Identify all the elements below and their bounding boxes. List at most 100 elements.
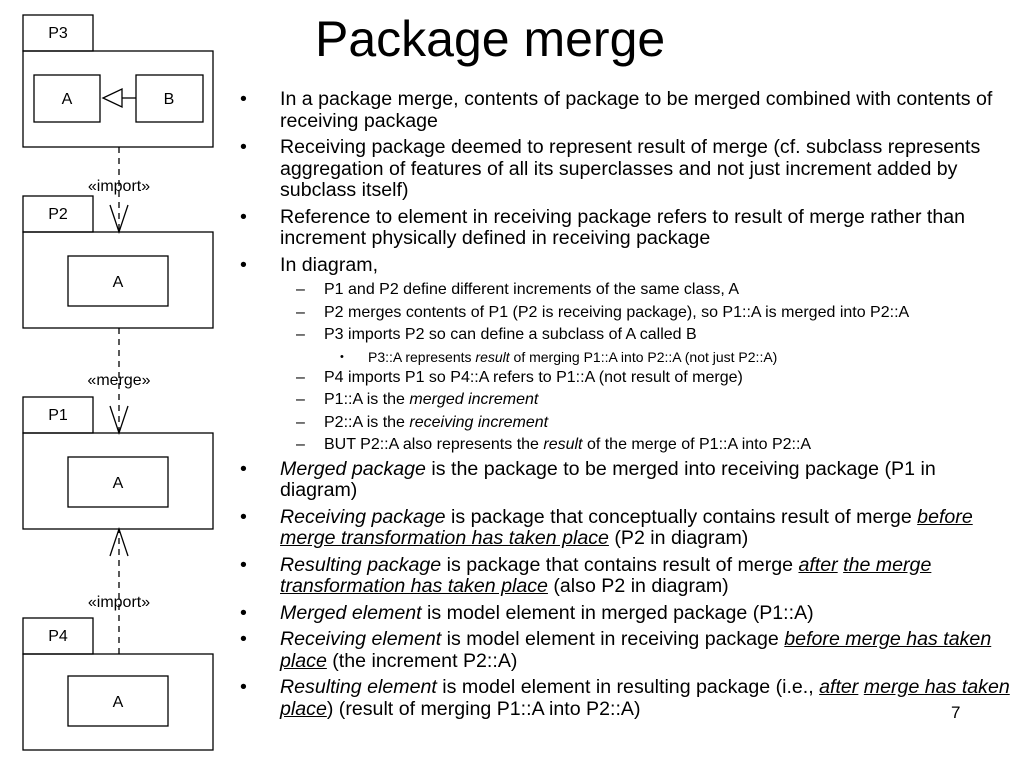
bullet-marker: • bbox=[240, 601, 247, 624]
sub-bullet-item: – P3 imports P2 so can define a subclass … bbox=[240, 326, 1018, 345]
bullet-text-run: Receiving package deemed to represent re… bbox=[280, 136, 981, 201]
bullet-marker: • bbox=[240, 205, 247, 228]
bullet-text-run: merged increment bbox=[409, 391, 539, 408]
bullet-text-run: P3::A represents bbox=[368, 348, 476, 365]
bullet-marker: – bbox=[296, 436, 305, 453]
bullet-item: • In diagram, bbox=[240, 253, 1018, 277]
merge-arrowhead-p1 bbox=[109, 405, 129, 436]
bullet-item: • Receiving package is package that conce… bbox=[240, 505, 1018, 550]
bullet-marker: • bbox=[240, 253, 247, 276]
bullet-marker: • bbox=[240, 628, 247, 650]
bullet-text-run: Merged package bbox=[280, 457, 426, 480]
bullet-text-run: before merge transformation has taken pl… bbox=[280, 505, 973, 549]
bullet-text-run: Receiving package bbox=[280, 505, 446, 528]
sub-bullet-item: – P2 merges contents of P1 (P2 is receivi… bbox=[240, 304, 1018, 323]
bullet-text-run: is the package to be merged into receivi… bbox=[280, 457, 936, 501]
bullet-marker: • bbox=[240, 88, 247, 110]
package-name-p3: P3 bbox=[48, 25, 68, 42]
bullet-text-run: In diagram, bbox=[280, 253, 379, 276]
bullet-text-run: Resulting package bbox=[280, 553, 442, 576]
package-name-p1: P1 bbox=[48, 407, 68, 424]
bullet-item: •Resulting element is model element in r… bbox=[240, 676, 1018, 720]
bullet-text-run: is package that contains result of merge bbox=[441, 553, 799, 576]
class-name-p1-a: A bbox=[113, 475, 124, 492]
stereotype-label-import-p3-p2: «import» bbox=[88, 178, 150, 195]
bullet-marker: • bbox=[240, 136, 247, 158]
sub-sub-bullet-item: • P3::A represents result of merging P1::… bbox=[240, 349, 1018, 365]
bullet-text-run: is model element in receiving package bbox=[441, 628, 785, 650]
bullet-text-run: merge has taken place bbox=[280, 676, 1010, 720]
bullet-item: • Receiving package deemed to represent r… bbox=[240, 136, 1018, 202]
slide-title: Package merge bbox=[315, 11, 666, 67]
bullet-marker: – bbox=[296, 303, 305, 321]
bullet-text-run: P1::A is the bbox=[324, 391, 410, 408]
package-p4-body bbox=[22, 653, 214, 751]
import-arrowhead-p1 bbox=[109, 526, 129, 557]
package-p4 bbox=[22, 617, 214, 751]
class-name-p3-a: A bbox=[62, 91, 73, 108]
bullet-marker: • bbox=[340, 350, 344, 363]
package-name-p2: P2 bbox=[48, 206, 68, 223]
bullet-text-run: Receiving element bbox=[280, 628, 442, 650]
package-p3 bbox=[22, 14, 214, 148]
bullet-text-run: Reference to element in receiving packag… bbox=[280, 205, 966, 249]
bullet-marker: • bbox=[240, 505, 247, 528]
sub-bullet-item: – P4 imports P1 so P4::A refers to P1::A … bbox=[240, 369, 1018, 388]
class-name-p4-a: A bbox=[113, 694, 124, 711]
bullet-text-run: result bbox=[475, 348, 510, 365]
sub-bullet-item: – P2::A is the receiving increment bbox=[240, 414, 1018, 433]
bullet-text-run: (P2 in diagram) bbox=[608, 527, 749, 549]
class-box-p3-a bbox=[33, 74, 101, 123]
bullet-marker: • bbox=[240, 553, 247, 576]
bullet-text-run: is model element in merged package (P1::… bbox=[421, 601, 814, 624]
bullet-text-run: of merging P1::A into P2::A (not just P2… bbox=[509, 348, 778, 365]
bullet-marker: – bbox=[296, 368, 305, 386]
bullet-text-run: P3 imports P2 so can define a subclass o… bbox=[324, 326, 697, 343]
bullet-marker: – bbox=[296, 413, 305, 431]
bullet-text-run: P4 imports P1 so P4::A refers to P1::A (… bbox=[324, 368, 743, 386]
bullet-marker: – bbox=[296, 281, 305, 298]
bullet-text-run: after bbox=[819, 676, 859, 698]
bullet-text-run: before merge has taken place bbox=[280, 628, 992, 672]
bullet-text-run: P1 and P2 define different increments of… bbox=[324, 281, 740, 298]
sub-bullet-item: –BUT P2::A also represents the result of… bbox=[240, 436, 1018, 455]
import-arrowhead-p2 bbox=[109, 204, 129, 235]
bullet-text-run: P2::A is the bbox=[324, 413, 410, 431]
stereotype-label-import-p4-p1: «import» bbox=[88, 594, 150, 611]
bullet-marker: • bbox=[240, 457, 247, 480]
bullet-text-run: after bbox=[798, 553, 838, 576]
class-name-p3-b: B bbox=[164, 91, 175, 108]
class-name-p2-a: A bbox=[113, 274, 124, 291]
sub-bullet-item: – P1 and P2 define different increments o… bbox=[240, 281, 1018, 300]
bullet-item: • Reference to element in receiving packa… bbox=[240, 205, 1018, 250]
bullet-text-run: Merged element bbox=[280, 601, 422, 624]
bullet-text-run: is package that conceptually contains re… bbox=[445, 505, 918, 528]
class-box-p1-a bbox=[67, 456, 169, 508]
bullet-item: • Merged package is the package to be mer… bbox=[240, 457, 1018, 502]
bullet-text-run: P2 merges contents of P1 (P2 is receivin… bbox=[324, 303, 910, 321]
bullet-text-run: is model element in resulting package (i… bbox=[436, 676, 820, 698]
sub-bullet-item: – P1::A is the merged increment bbox=[240, 391, 1018, 410]
bullet-text-run: of the merge of P1::A into P2::A bbox=[582, 436, 812, 453]
package-diagram: P3 A B P2 A P1 A P4 A «import» «merge» «… bbox=[22, 14, 214, 751]
package-p1 bbox=[22, 396, 214, 530]
generalization-arrowhead bbox=[101, 87, 123, 109]
bullet-list: • In a package merge, contents of package… bbox=[240, 88, 1018, 725]
page-number: 7 bbox=[951, 703, 961, 722]
package-p1-body bbox=[22, 432, 214, 530]
bullet-text-run: receiving increment bbox=[409, 413, 549, 431]
stereotype-label-merge-p2-p1: «merge» bbox=[87, 372, 150, 389]
bullet-item: • In a package merge, contents of package… bbox=[240, 88, 1018, 132]
bullet-text-run: result bbox=[543, 436, 583, 453]
bullet-text-run: the merge transformation has taken place bbox=[280, 553, 932, 597]
class-box-p2-a bbox=[67, 255, 169, 307]
class-box-p4-a bbox=[67, 675, 169, 727]
bullet-text-run: In a package merge, contents of package … bbox=[280, 88, 993, 132]
package-p2-body bbox=[22, 231, 214, 329]
bullet-text-run: (also P2 in diagram) bbox=[547, 575, 729, 597]
bullet-marker: – bbox=[296, 391, 305, 408]
bullet-marker: – bbox=[296, 326, 305, 343]
bullet-text-run: ) (result of merging P1::A into P2::A) bbox=[326, 697, 641, 720]
bullet-marker: • bbox=[240, 676, 247, 698]
bullet-text-run: (the increment P2::A) bbox=[326, 649, 518, 672]
